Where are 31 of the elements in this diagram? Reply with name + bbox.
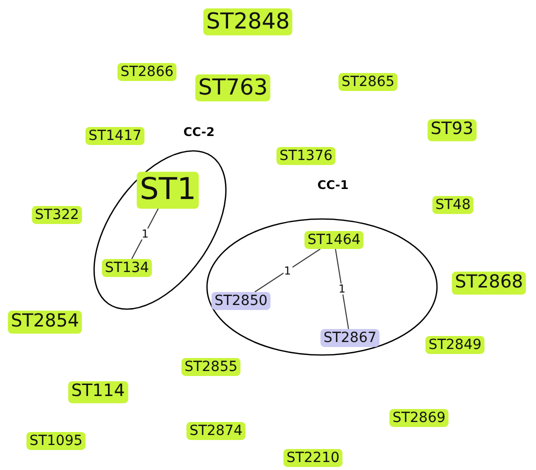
edge-label: 1 bbox=[338, 284, 346, 294]
sequence-type-node: ST1095 bbox=[26, 432, 86, 450]
sequence-type-node: ST2865 bbox=[338, 72, 398, 92]
sequence-type-node: ST2868 bbox=[452, 272, 526, 294]
sequence-type-node: ST763 bbox=[195, 74, 271, 102]
sequence-type-node: ST1376 bbox=[276, 146, 336, 166]
edge-line bbox=[254, 248, 321, 292]
edge-line bbox=[334, 248, 350, 330]
sequence-type-node: ST1464 bbox=[304, 230, 364, 250]
sequence-type-node: ST2867 bbox=[320, 328, 380, 348]
edge-label: 1 bbox=[140, 228, 150, 240]
sequence-type-node: ST114 bbox=[68, 381, 128, 403]
sequence-type-node: ST2855 bbox=[181, 358, 241, 376]
sequence-type-node: ST2869 bbox=[389, 408, 449, 428]
sequence-type-node: ST2854 bbox=[8, 310, 82, 334]
sequence-type-node: ST48 bbox=[432, 196, 474, 214]
sequence-type-node: ST2210 bbox=[283, 448, 343, 468]
sequence-type-node: ST134 bbox=[102, 258, 152, 278]
sequence-type-node: ST2874 bbox=[186, 422, 246, 440]
edge-label: 1 bbox=[283, 265, 292, 276]
sequence-type-node: ST2849 bbox=[425, 336, 485, 354]
sequence-type-node: ST2866 bbox=[117, 62, 177, 82]
sequence-type-node: ST2848 bbox=[203, 8, 293, 36]
cluster-label: CC-2 bbox=[183, 125, 215, 139]
cluster-label: CC-1 bbox=[317, 178, 349, 192]
sequence-type-node: ST322 bbox=[32, 206, 82, 224]
sequence-type-node: ST1417 bbox=[85, 126, 145, 146]
sequence-type-node: ST93 bbox=[428, 119, 476, 141]
sequence-type-node: ST2850 bbox=[211, 292, 271, 310]
edge-line bbox=[131, 208, 159, 260]
sequence-type-node: ST1 bbox=[136, 172, 200, 208]
